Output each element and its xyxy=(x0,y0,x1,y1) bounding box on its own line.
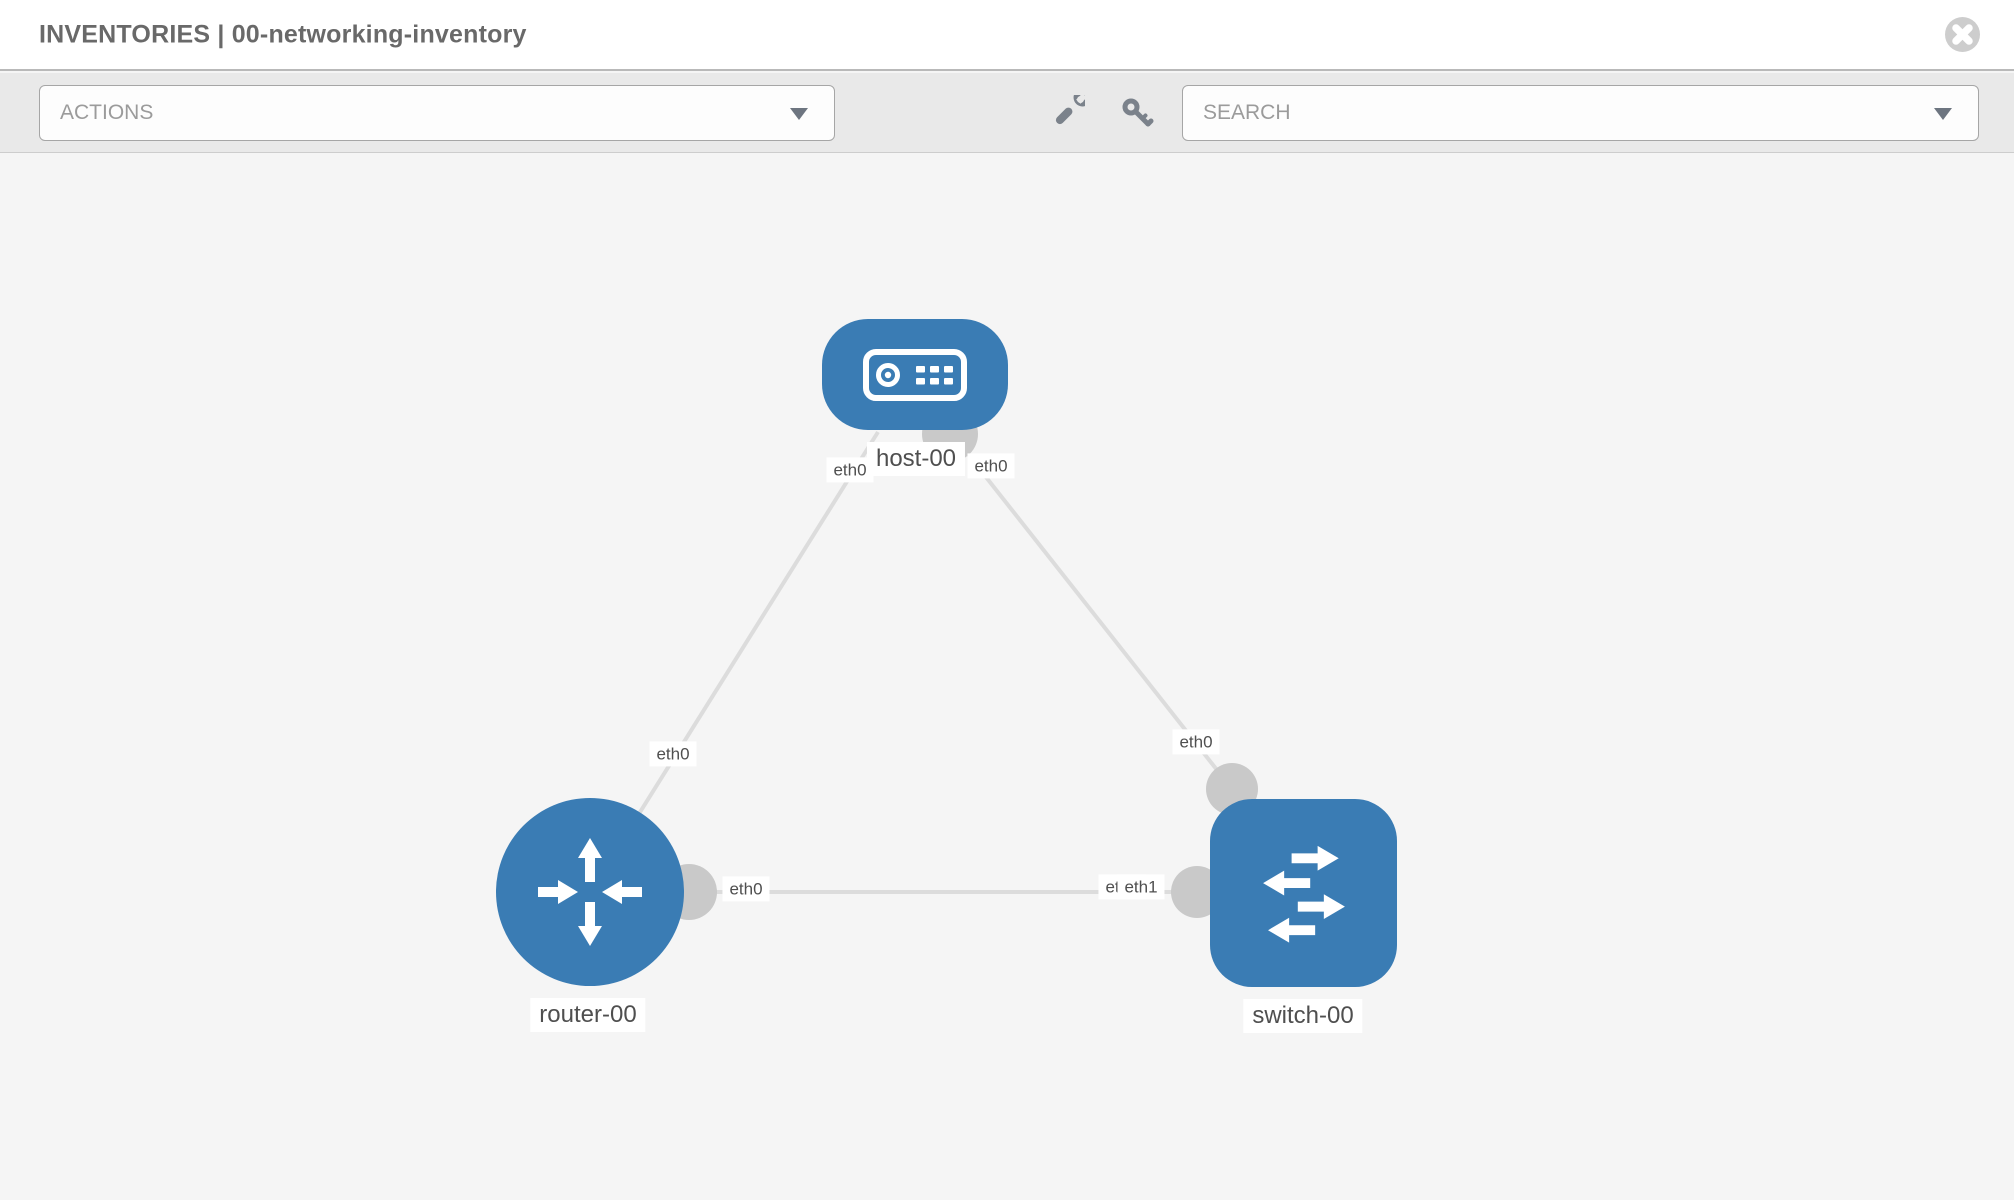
key-icon xyxy=(1122,98,1154,127)
interface-label-router-to-host: eth0 xyxy=(649,741,697,767)
topology-canvas[interactable]: host-00 router-00 switch-00 eth0 eth0 et… xyxy=(0,154,2014,1200)
toolbar: ACTIONS xyxy=(0,73,2014,153)
search-dropdown[interactable] xyxy=(1182,85,1979,141)
chevron-down-icon xyxy=(1934,108,1952,120)
credentials-button[interactable] xyxy=(1113,89,1161,137)
wrench-icon xyxy=(1055,95,1085,125)
interface-label-switch-to-router: eth1 xyxy=(1117,874,1165,900)
header: INVENTORIES | 00-networking-inventory xyxy=(0,0,2014,71)
search-input[interactable] xyxy=(1183,86,1978,140)
node-label-host-00: host-00 xyxy=(866,442,966,476)
switch-icon xyxy=(1262,845,1345,943)
actions-dropdown-label: ACTIONS xyxy=(60,101,154,124)
node-label-router-00: router-00 xyxy=(530,998,646,1032)
actions-dropdown[interactable]: ACTIONS xyxy=(39,85,835,141)
close-button[interactable] xyxy=(1945,17,1980,52)
node-router-00[interactable] xyxy=(496,798,684,986)
node-label-switch-00: switch-00 xyxy=(1243,999,1363,1033)
chevron-down-icon xyxy=(790,108,808,120)
page-title: INVENTORIES | 00-networking-inventory xyxy=(39,20,527,48)
node-host-00[interactable] xyxy=(822,319,1008,430)
interface-label-host-to-router: eth0 xyxy=(826,457,874,483)
configure-tools-button[interactable] xyxy=(1043,89,1091,137)
host-icon xyxy=(863,348,967,401)
interface-label-host-to-switch: eth0 xyxy=(967,453,1015,479)
interface-label-router-to-switch: eth0 xyxy=(722,876,770,902)
interface-label-switch-to-host: eth0 xyxy=(1172,729,1220,755)
node-switch-00[interactable] xyxy=(1210,799,1397,987)
router-icon xyxy=(538,838,642,946)
close-icon xyxy=(1952,24,1973,45)
